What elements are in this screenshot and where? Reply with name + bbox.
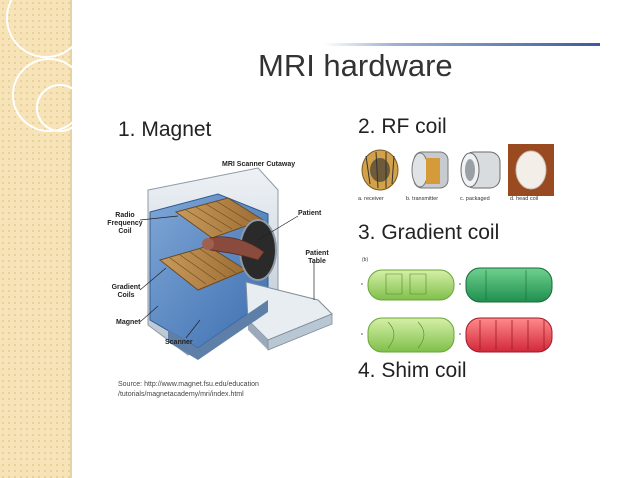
heading-shim-coil: 4. Shim coil xyxy=(358,359,467,382)
decorative-circle-middle xyxy=(12,58,86,132)
sidebar-divider xyxy=(70,0,72,478)
rf-caption-head-coil: d. head coil xyxy=(510,196,539,202)
title-accent-line xyxy=(324,43,600,46)
rf-coil-receiver-image xyxy=(361,149,399,191)
rf-coil-images xyxy=(361,144,554,196)
slide-title: MRI hardware xyxy=(258,48,453,83)
rf-coil-transmitter-image xyxy=(411,151,449,189)
rf-coil-head-coil-image xyxy=(508,144,554,196)
label-gradient-coils: Gradient Coils xyxy=(111,284,141,299)
label-patient-table: Patient Table xyxy=(305,250,329,265)
decorative-circle-small xyxy=(36,84,84,132)
label-scanner: Scanner xyxy=(165,339,193,346)
heading-gradient-coil: 3. Gradient coil xyxy=(358,221,500,244)
source-line-1: Source: http://www.magnet.fsu.edu/educat… xyxy=(118,381,259,388)
gradient-coil-images xyxy=(361,267,553,353)
source-citation: Source: http://www.magnet.fsu.edu/educat… xyxy=(118,380,259,400)
label-radio-frequency-coil: Radio Frequency Coil xyxy=(107,212,143,235)
rf-caption-transmitter: b. transmitter xyxy=(406,196,439,202)
mri-scanner-cutaway-illustration xyxy=(139,167,333,360)
heading-rf-coil: 2. RF coil xyxy=(358,115,447,138)
rf-coil-packaged-image xyxy=(460,151,501,189)
source-line-2: /tutorials/magnetacademy/mri/index.html xyxy=(118,391,244,398)
heading-magnet: 1. Magnet xyxy=(118,118,212,141)
gradient-panel-label: (b) xyxy=(362,257,369,263)
rf-caption-packaged: c. packaged xyxy=(460,196,490,202)
label-patient: Patient xyxy=(298,210,322,217)
label-magnet: Magnet xyxy=(116,319,141,326)
caption-mri-scanner-cutaway: MRI Scanner Cutaway xyxy=(222,161,296,168)
rf-caption-receiver: a. receiver xyxy=(358,196,384,202)
